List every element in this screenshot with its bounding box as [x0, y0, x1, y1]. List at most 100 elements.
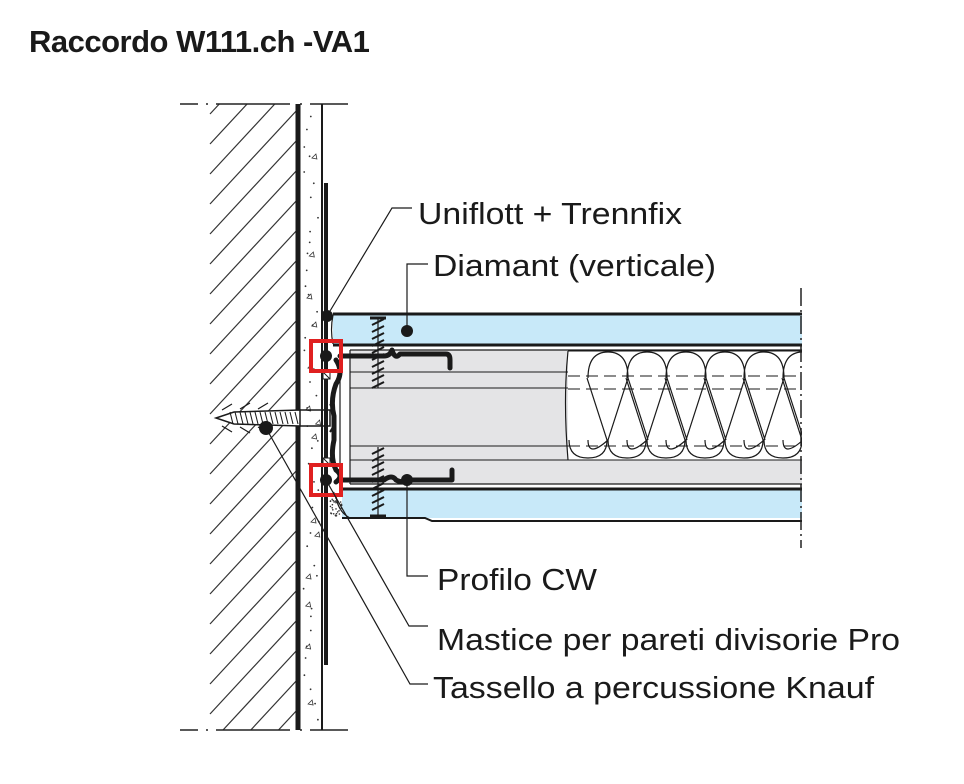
- mastic-dot: [331, 507, 334, 509]
- plaster-aggregate: [307, 699, 314, 706]
- anchor-tooth: [239, 411, 244, 425]
- anchor-tooth: [284, 411, 289, 425]
- anchor-tooth: [269, 411, 274, 425]
- board-bottom: [335, 487, 802, 522]
- plaster-dot: [317, 216, 319, 219]
- hatch-line: [209, 198, 298, 295]
- plaster-dot: [306, 252, 309, 255]
- plaster-aggregate: [310, 321, 318, 328]
- plaster-aggregate: [305, 573, 312, 580]
- hatch-line: [278, 708, 298, 730]
- impact-anchor: [213, 402, 336, 434]
- leader-lines: [265, 207, 428, 685]
- wool-loop: [763, 377, 802, 459]
- plaster-dot: [303, 674, 306, 677]
- mastic-dot: [334, 515, 337, 517]
- hatch-line: [209, 348, 298, 445]
- mastic-dot: [340, 503, 343, 506]
- plaster-dot: [310, 607, 313, 610]
- anchor-barbs: [221, 402, 269, 434]
- hatch-line: [209, 498, 298, 595]
- plaster-aggregate: [304, 601, 312, 608]
- anchor-tooth: [274, 411, 279, 425]
- plaster-aggregate: [308, 251, 315, 258]
- plaster-dot: [313, 564, 316, 567]
- mastic-dot: [332, 499, 335, 502]
- plaster-dot: [312, 182, 315, 185]
- mastic-dot: [338, 513, 341, 515]
- hatch-line: [209, 168, 298, 265]
- hatch-line: [209, 588, 298, 685]
- plaster-dot: [316, 574, 318, 577]
- hatch-line: [209, 104, 248, 145]
- mastic-dot: [339, 508, 342, 511]
- hatch-line: [209, 618, 298, 715]
- wool-loop: [724, 377, 764, 459]
- plaster-dot: [317, 489, 320, 491]
- mastic-dot: [335, 512, 338, 515]
- mastic-dot: [335, 508, 337, 510]
- mastic-dot: [329, 505, 332, 508]
- mastic-dot: [333, 501, 335, 503]
- callout-profilo: Profilo CW: [437, 562, 598, 597]
- mastic-dot: [332, 513, 335, 515]
- plaster-dot: [311, 506, 314, 509]
- plaster-dot: [304, 657, 307, 659]
- plaster-dot: [304, 336, 307, 339]
- hatch-line: [209, 104, 276, 175]
- plaster-dot: [315, 394, 318, 397]
- hatch-line: [209, 258, 298, 355]
- plaster-dot: [309, 381, 311, 383]
- callout-uniflott: Uniflott + Trennfix: [418, 196, 683, 231]
- callout-diamant: Diamant (verticale): [433, 248, 716, 283]
- wool-loop: [685, 377, 725, 459]
- hatch-line: [209, 104, 220, 115]
- mastic-dot: [334, 500, 337, 502]
- mastic-dot: [331, 498, 334, 501]
- anchor-tooth: [254, 411, 259, 425]
- highlight-boxes: [309, 339, 343, 497]
- anchor-tooth: [229, 411, 234, 425]
- hatch-line: [209, 228, 298, 325]
- plaster-aggregate: [306, 293, 313, 300]
- plaster-dot: [306, 128, 308, 131]
- plaster-dot: [303, 349, 306, 352]
- plaster-dot: [309, 688, 312, 691]
- wool-loop: [646, 377, 686, 459]
- mastic-dot: [335, 501, 337, 504]
- plaster-dot: [310, 615, 312, 618]
- plaster-dot: [309, 196, 312, 199]
- anchor-tooth: [249, 411, 254, 425]
- plaster-aggregate: [313, 531, 321, 538]
- wool-loop: [782, 351, 802, 379]
- hatch-line: [209, 288, 298, 385]
- plaster-dot: [314, 702, 316, 705]
- anchor-tooth: [244, 411, 249, 425]
- plaster-dot: [309, 115, 312, 118]
- hatch-line: [209, 558, 298, 655]
- hatch-line: [209, 468, 298, 565]
- mastic-dot: [331, 503, 334, 506]
- plaster-layer: [302, 115, 322, 721]
- wool-loop: [782, 439, 802, 450]
- screw-bottom: [370, 447, 386, 518]
- plaster-dot: [306, 545, 309, 548]
- hatch-line: [209, 438, 298, 535]
- drawing-title: Raccordo W111.ch -VA1: [29, 24, 370, 59]
- plaster-dot: [308, 155, 311, 158]
- plaster-dot: [308, 241, 311, 244]
- anchor-tooth: [234, 411, 239, 425]
- anchor-tooth: [294, 411, 299, 425]
- plaster-dot: [309, 629, 312, 632]
- plaster-dot: [303, 146, 306, 148]
- plaster-dot: [302, 587, 305, 590]
- callout-mastice: Mastice per pareti divisorie Pro: [437, 622, 900, 657]
- mastic-dot: [337, 503, 339, 505]
- hatch-line: [209, 318, 298, 415]
- plaster-dot: [313, 481, 315, 483]
- plaster-aggregate: [314, 419, 322, 426]
- anchor-tooth: [289, 411, 294, 425]
- plaster-aggregate: [310, 433, 318, 440]
- wool-loop: [607, 377, 647, 459]
